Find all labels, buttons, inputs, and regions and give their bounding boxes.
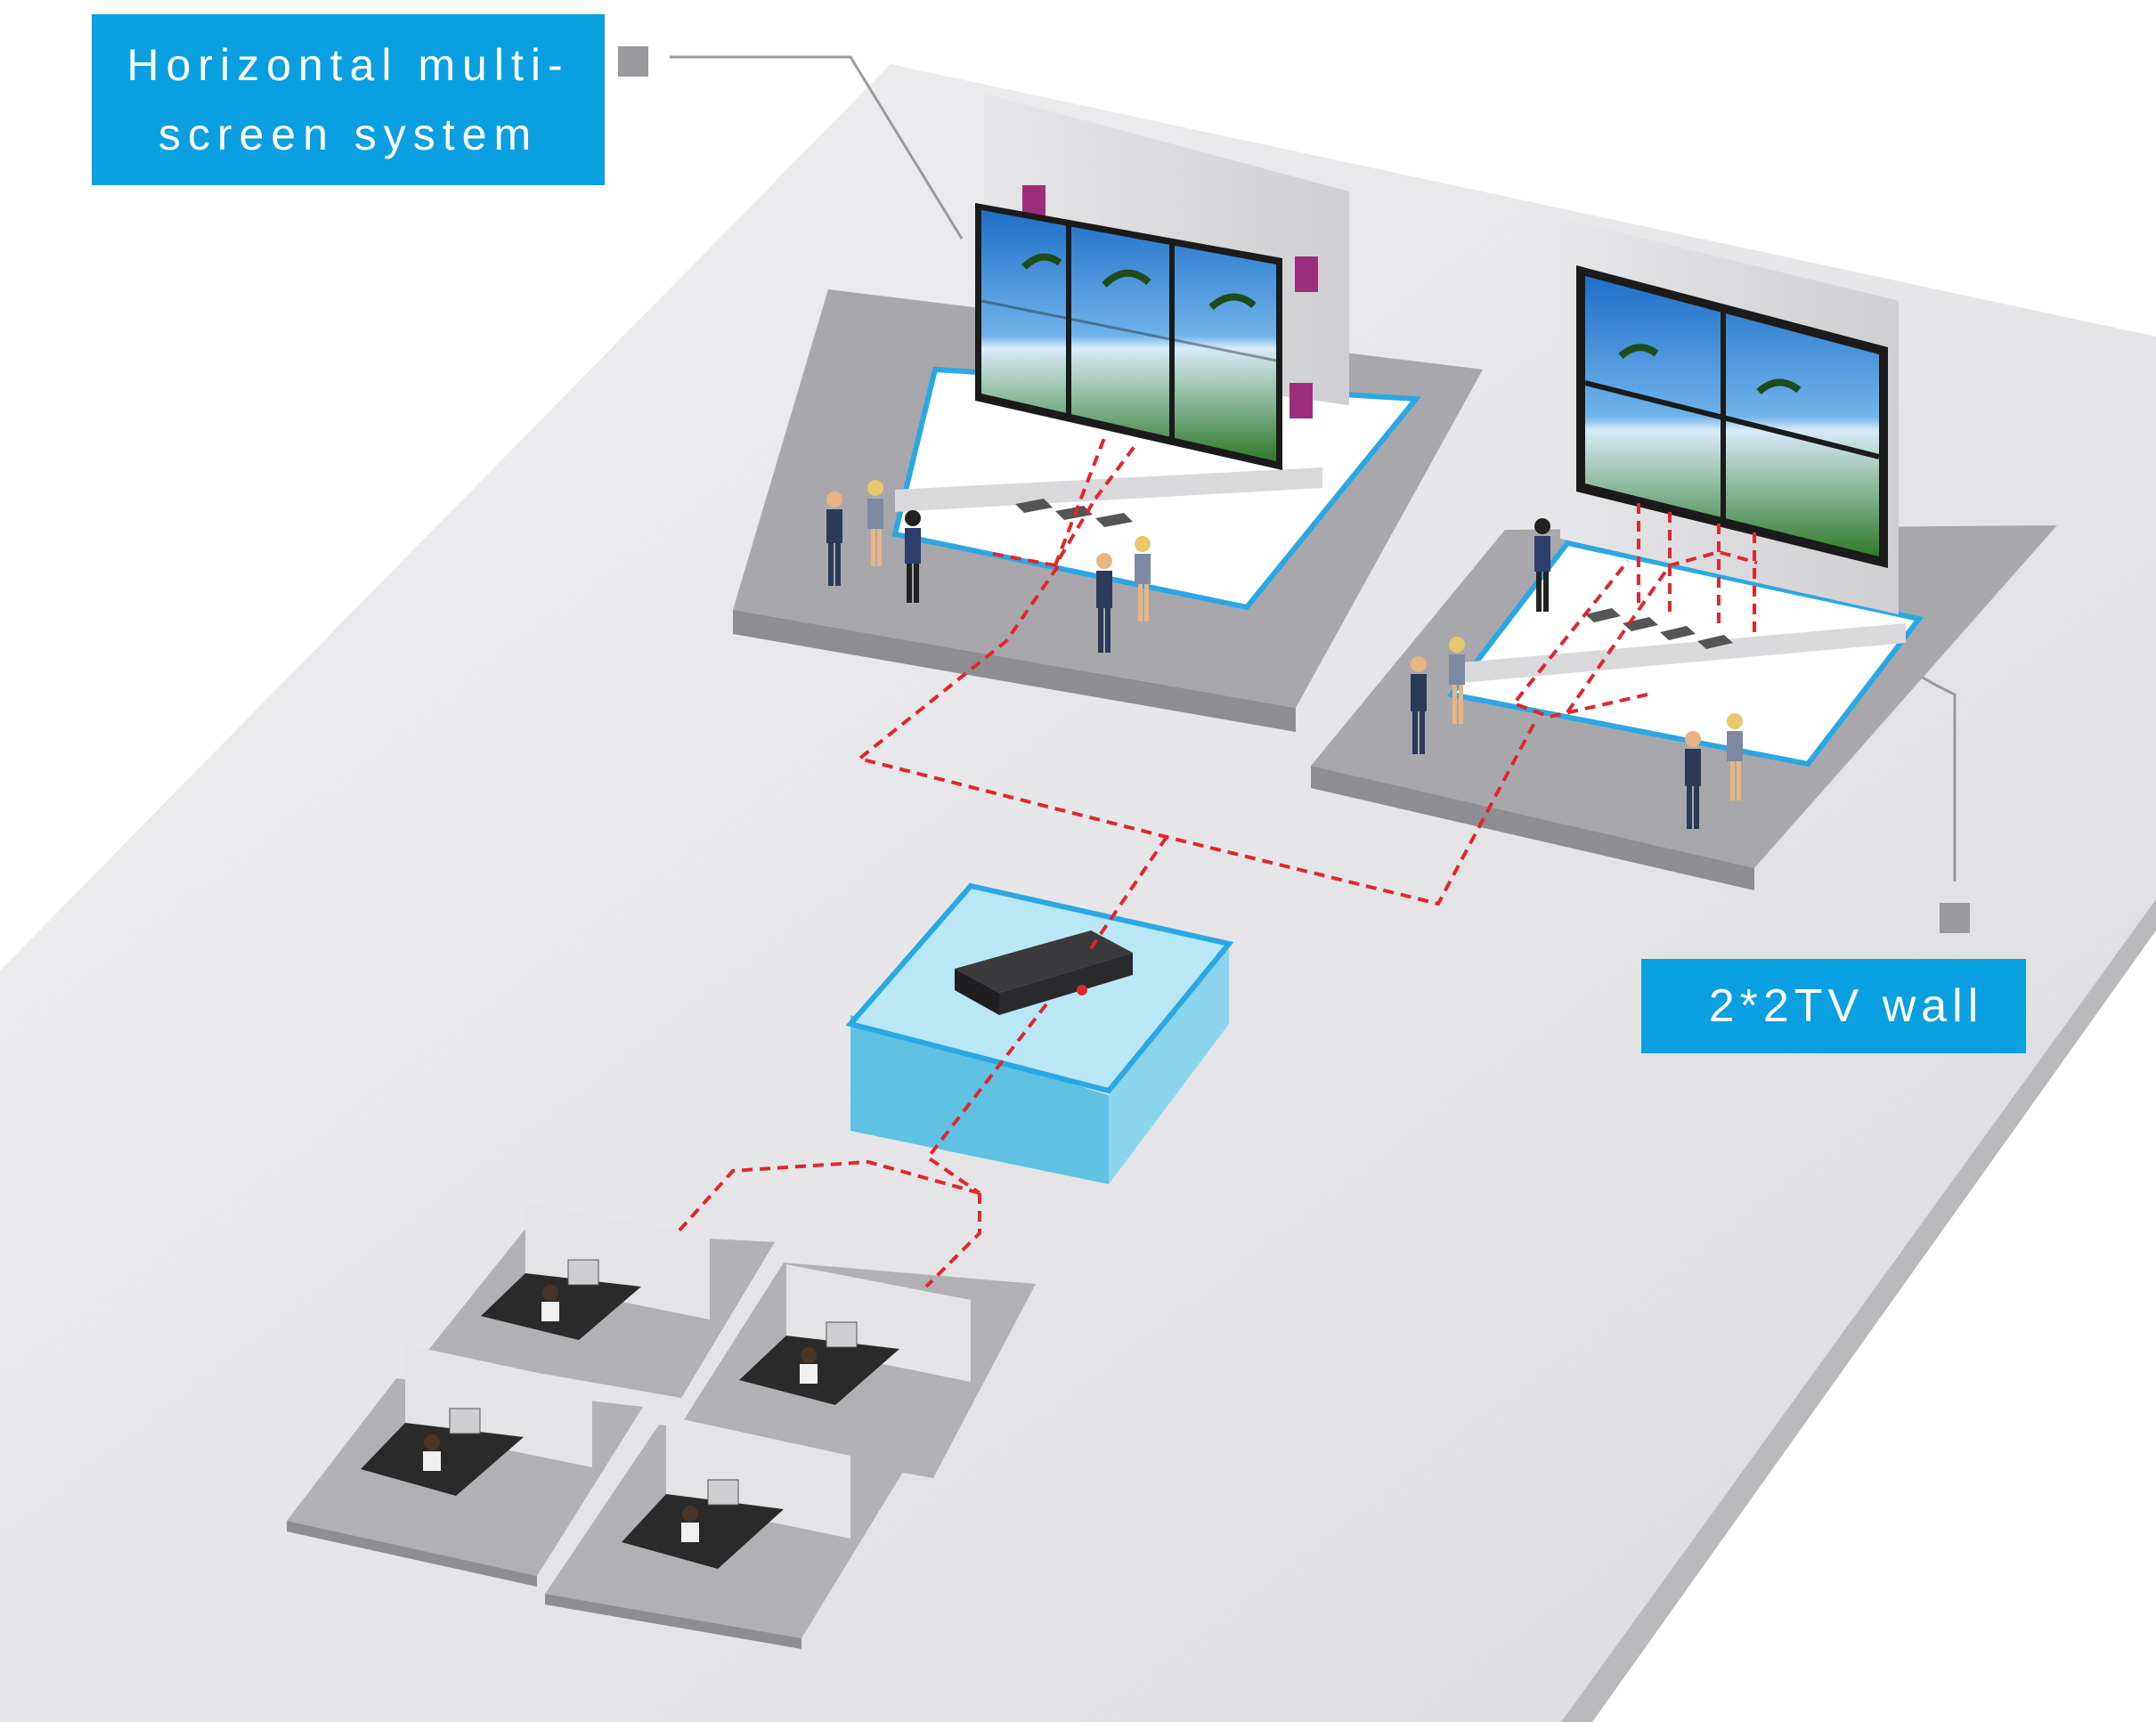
tv-wall-2x2-icon <box>1576 265 1888 568</box>
workstation-icon <box>739 1264 971 1405</box>
signal-links <box>675 437 1758 1288</box>
workstation-icon <box>361 1344 592 1496</box>
person-icon <box>826 480 1743 829</box>
workstation-icon <box>481 1202 710 1340</box>
receiver-box-icon <box>1585 608 1733 649</box>
video-wall-3x2-icon <box>975 203 1282 470</box>
tv-wall-label: 2*2TV wall <box>1641 959 2026 1053</box>
workstation-icon <box>622 1416 850 1569</box>
matrix-switcher-icon <box>955 930 1133 1015</box>
horizontal-multi-screen-line2: screen system <box>158 110 539 159</box>
callout-leader-left <box>618 46 964 240</box>
horizontal-multi-screen-line1: Horizontal multi- <box>126 40 570 90</box>
horizontal-multi-screen-label: Horizontal multi- screen system <box>92 14 605 185</box>
